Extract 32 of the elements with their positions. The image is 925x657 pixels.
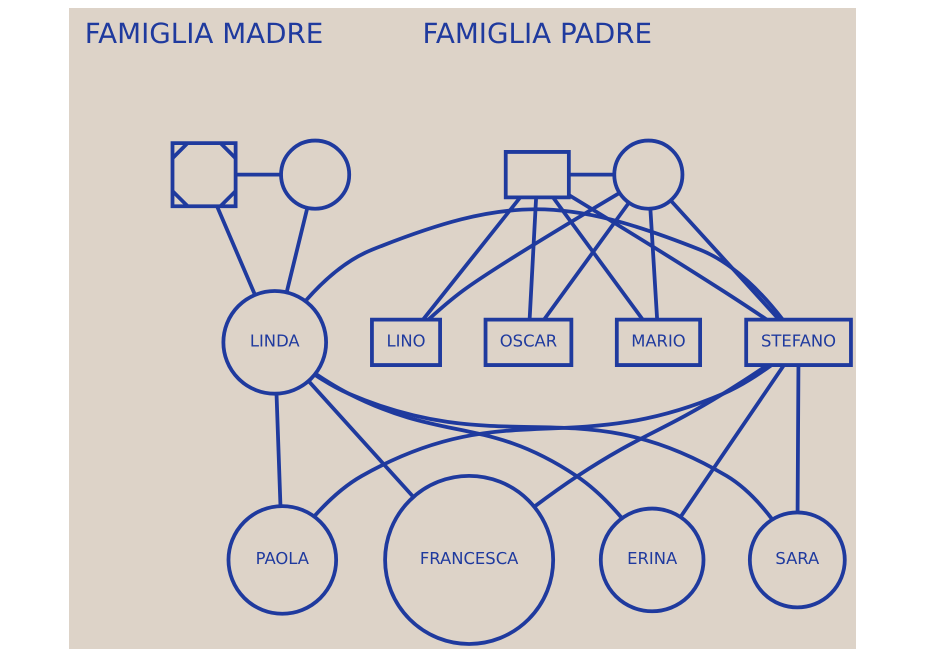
connector	[304, 207, 784, 320]
connector	[215, 206, 257, 296]
node-box: LINO	[370, 318, 442, 367]
node-circle: LINDA	[222, 289, 328, 396]
connector	[669, 199, 780, 321]
node-circle: SARA	[748, 510, 847, 610]
label: FAMIGLIA MADRE	[84, 16, 324, 50]
node-box: OSCAR	[484, 318, 574, 367]
node-box: MARIO	[614, 318, 702, 367]
connector	[236, 172, 282, 177]
connector	[314, 372, 624, 520]
connector	[308, 380, 414, 498]
node-circle	[279, 138, 352, 211]
node-circle: PAOLA	[226, 504, 338, 616]
connector	[427, 192, 620, 321]
connector	[568, 194, 768, 322]
connector	[648, 208, 660, 320]
node-box: STEFANO	[744, 318, 853, 367]
node-circle	[612, 138, 684, 211]
node-circle: FRANCESCA	[383, 474, 556, 646]
connector	[284, 208, 310, 292]
connector	[796, 365, 800, 512]
connector	[528, 197, 538, 320]
connector	[679, 364, 786, 518]
label: FAMIGLIA PADRE	[422, 16, 652, 50]
connector	[568, 172, 614, 177]
node-box	[504, 150, 571, 200]
connector	[552, 196, 644, 321]
connector	[542, 202, 630, 321]
connector	[422, 196, 522, 321]
node-circle: ERINA	[598, 506, 706, 614]
connector	[274, 394, 282, 506]
